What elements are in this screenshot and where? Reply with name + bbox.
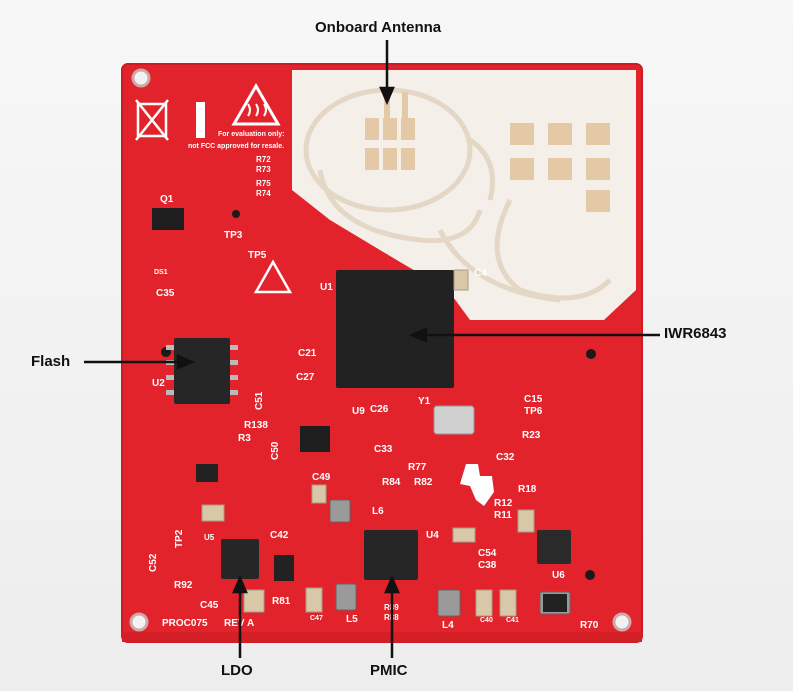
- label-c54: C54: [478, 548, 497, 559]
- pcb-board-edge: [122, 632, 642, 642]
- label-l4: L4: [442, 620, 454, 631]
- pmic-chip: [364, 530, 418, 580]
- ti-logo: [460, 464, 494, 506]
- resistor-r002-c: [543, 594, 567, 612]
- label-u2: U2: [152, 378, 165, 389]
- label-c52: C52: [148, 553, 159, 572]
- callout-flash: Flash: [31, 353, 71, 370]
- label-tp3: TP3: [224, 230, 243, 241]
- capacitors: [201, 269, 535, 617]
- silkscreen-labels: U1 U2 U4 U5 U6 U9 Q1 Y1 C4 C35 C21 C27 C…: [148, 155, 599, 631]
- label-u1: U1: [320, 282, 333, 293]
- label-c47: C47: [310, 615, 323, 622]
- label-c15: C15: [524, 394, 543, 405]
- label-r92: R92: [174, 580, 193, 591]
- esd-warning-icon: [253, 259, 293, 294]
- label-c21: C21: [298, 348, 317, 359]
- label-r84: R84: [382, 477, 401, 488]
- callout-ldo: LDO: [221, 662, 253, 679]
- label-u5: U5: [204, 533, 215, 542]
- silk-bar: [196, 102, 205, 138]
- u9-regulator: [300, 426, 330, 452]
- label-c35: C35: [156, 288, 175, 299]
- label-r70: R70: [580, 620, 599, 631]
- crystal-y1: [433, 405, 475, 435]
- label-u4: U4: [426, 530, 439, 541]
- label-c33: C33: [374, 444, 393, 455]
- label-c45: C45: [200, 600, 219, 611]
- label-l6: L6: [372, 506, 384, 517]
- label-r74: R74: [256, 189, 271, 198]
- label-c32: C32: [496, 452, 515, 463]
- vias: [161, 210, 596, 580]
- label-ds1: DS1: [154, 269, 168, 276]
- label-r81: R81: [272, 596, 291, 607]
- label-r72: R72: [256, 155, 271, 164]
- resistor-r002-b: [274, 555, 294, 581]
- label-c50: C50: [270, 441, 281, 460]
- label-u9: U9: [352, 406, 365, 417]
- label-board-id: PROC075: [162, 618, 208, 629]
- label-c40: C40: [480, 617, 493, 624]
- label-c51: C51: [254, 391, 265, 410]
- recycle-warning-icon: [135, 99, 169, 141]
- hot-surface-warning-icon: [231, 83, 281, 126]
- label-l5: L5: [346, 614, 358, 625]
- callout-pmic: PMIC: [370, 662, 408, 679]
- label-c49: C49: [312, 472, 331, 483]
- label-c27: C27: [296, 372, 315, 383]
- u6-chip: [537, 530, 571, 564]
- label-r3: R3: [238, 433, 251, 444]
- label-c26: C26: [370, 404, 389, 415]
- label-r73: R73: [256, 165, 271, 174]
- label-tp2: TP2: [174, 529, 185, 548]
- label-c41: C41: [506, 617, 519, 624]
- mounting-holes: [129, 68, 632, 632]
- resistor-r002-a: [196, 464, 218, 482]
- label-r138: R138: [244, 420, 268, 431]
- warning-text-line2: not FCC approved for resale.: [188, 143, 284, 150]
- antenna-patches: [365, 92, 610, 212]
- callout-arrows: [84, 40, 660, 658]
- q1-transistor: [152, 208, 184, 230]
- callout-iwr6843: IWR6843: [664, 325, 727, 342]
- label-c38: C38: [478, 560, 497, 571]
- label-u6: U6: [552, 570, 565, 581]
- label-y1: Y1: [418, 396, 431, 407]
- flash-chip: [174, 338, 230, 404]
- label-r18: R18: [518, 484, 537, 495]
- label-r75: R75: [256, 179, 271, 188]
- label-r11: R11: [494, 510, 512, 521]
- label-r12: R12: [494, 498, 513, 509]
- label-c42: C42: [270, 530, 289, 541]
- label-r82: R82: [414, 477, 433, 488]
- label-r77: R77: [408, 462, 427, 473]
- ldo-chip: [221, 539, 259, 579]
- label-r23: R23: [522, 430, 541, 441]
- warning-text-line1: For evaluation only:: [218, 131, 285, 138]
- iwr6843-chip: [336, 270, 454, 388]
- label-tp5: TP5: [248, 250, 267, 261]
- label-q1: Q1: [160, 194, 174, 205]
- callout-onboard-antenna: Onboard Antenna: [315, 19, 442, 36]
- label-c4: C4: [474, 268, 487, 279]
- label-tp6: TP6: [524, 406, 543, 417]
